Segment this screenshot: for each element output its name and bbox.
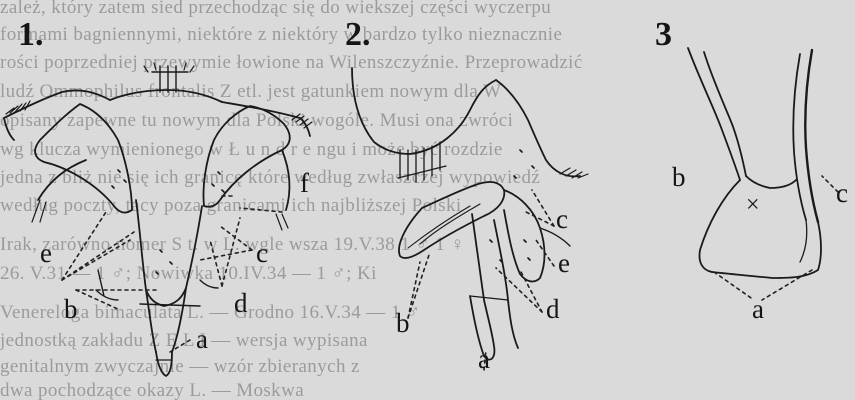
figure-2-label-e: e [558,250,570,277]
figure-3-label-c: c [836,180,848,207]
figure-2-drawing [352,68,588,370]
figure-1-label-c: c [256,240,268,267]
figure-2-label-d: d [546,296,560,323]
figure-1-label-a: a [196,326,208,353]
figure-number: 3 [655,18,672,52]
figure-2-label-c: c [556,206,568,233]
figure-3-label-b: b [672,164,686,191]
figure-1-label-d: d [234,290,248,317]
figure-1-label-b: b [64,296,78,323]
figure-3-center-mark: × [746,192,760,219]
figure-number: 2. [345,18,371,52]
figure-number: 1. [18,18,44,52]
figure-1-drawing [4,63,312,376]
figure-3-drawing [688,48,838,300]
figure-2-label-b: b [396,310,410,337]
figure-2-label-a: a [478,346,490,373]
figure-3-label-a: a [752,296,764,323]
figure-1-label-e: e [40,240,52,267]
figure-1-label-f: f [300,170,309,197]
